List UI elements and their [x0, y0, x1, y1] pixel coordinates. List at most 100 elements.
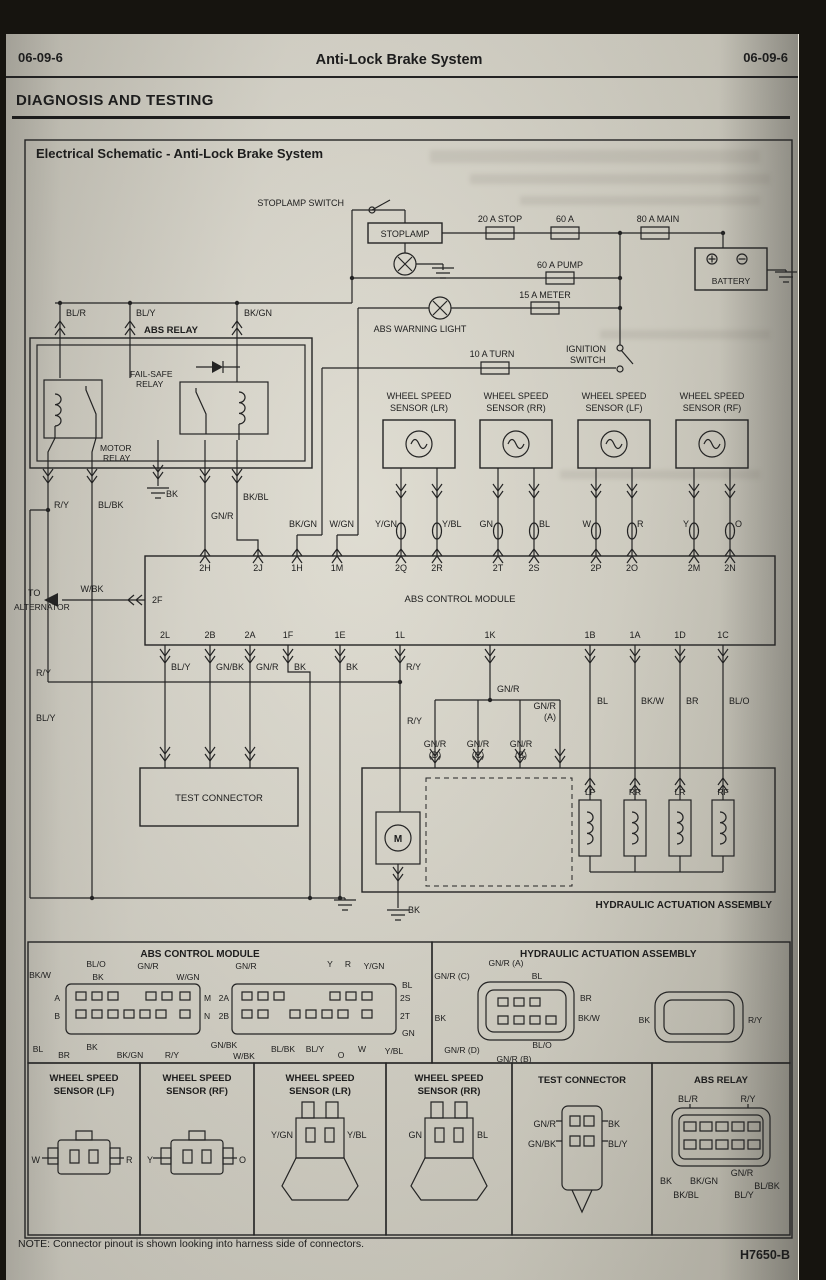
wire-label: BL/Y: [306, 1044, 325, 1054]
wss-lr-box: [382, 419, 456, 469]
pin-label: M: [204, 993, 211, 1003]
pin-label: 2S: [528, 563, 539, 573]
pinout-wss-lr-title: WHEEL SPEED: [286, 1073, 355, 1084]
wss-lr-connector-flare: [281, 1157, 359, 1201]
left-wires: [29, 468, 400, 900]
arrow-up-icon: [54, 319, 736, 793]
pin-label: 2B: [219, 1011, 230, 1021]
wire-label: BK: [166, 489, 178, 499]
wire-label: BL/Y: [136, 308, 156, 318]
wire-label: GN/BK: [211, 1040, 238, 1050]
wire-label: BR: [580, 993, 592, 1003]
wire-label: GN/R (B): [497, 1054, 532, 1064]
ignition-switch-label: SWITCH: [570, 355, 606, 365]
wire-label: W: [583, 519, 592, 529]
paper-page: [6, 34, 799, 1280]
wire-label: BK/W: [578, 1013, 600, 1023]
wire-label: BL: [532, 971, 543, 981]
wire-label: BK: [408, 905, 420, 915]
relay-internal-wires: [47, 338, 240, 468]
wire-label: Y: [327, 959, 333, 969]
wire-label: Y: [683, 519, 689, 529]
wire-label: GN/R: [235, 961, 256, 971]
abs-control-module-title: ABS CONTROL MODULE: [404, 594, 515, 605]
wire-label: Y/BL: [442, 519, 462, 529]
pinout-leader-lines: [42, 1104, 749, 1159]
wire-label: R/Y: [165, 1050, 180, 1060]
bleed-through-smudge: [430, 150, 760, 163]
bleed-through-smudge: [560, 470, 760, 479]
pin-label: 2R: [431, 563, 443, 573]
stoplamp-label: STOPLAMP: [381, 229, 430, 239]
page-number-right: 06-09-6: [743, 50, 788, 65]
wire-label: Y/GN: [364, 961, 385, 971]
wire-label: GN/BK: [216, 662, 244, 672]
pinout-test-connector-title: TEST CONNECTOR: [538, 1075, 626, 1086]
wire-label: Y/GN: [375, 519, 397, 529]
wire-label: BK: [660, 1176, 672, 1186]
fail-safe-relay-label: RELAY: [136, 379, 164, 389]
abs-relay-title: ABS RELAY: [144, 325, 199, 336]
arrow-down-icon: [42, 464, 736, 883]
hydraulic-assembly-box: [361, 767, 776, 893]
pinout-abs-relay-title: ABS RELAY: [694, 1075, 749, 1086]
wire-label: Y/GN: [271, 1130, 293, 1140]
wire-label: R/Y: [748, 1015, 763, 1025]
haa-round-connector: [654, 991, 744, 1043]
wire-label: R/Y: [406, 662, 421, 672]
lamp-icon: [393, 252, 452, 320]
schematic-title: Electrical Schematic - Anti-Lock Brake S…: [36, 146, 324, 161]
wss-lr-connector: [295, 1117, 345, 1159]
wss-rf-connector: [170, 1139, 224, 1175]
wire-label: R/Y: [36, 668, 51, 678]
acm-connector-1: [65, 983, 201, 1035]
wire-label: BL/BK: [754, 1181, 780, 1191]
page-title: Anti-Lock Brake System: [315, 52, 483, 68]
wire-label: Y: [147, 1155, 153, 1165]
wss-rf-box: [675, 419, 749, 469]
fuse-icon: [480, 226, 670, 375]
fuse-label: 20 A STOP: [478, 214, 522, 224]
pin-label: 2O: [626, 563, 638, 573]
haa-connector-inner: [485, 989, 567, 1033]
acm-connector-2: [231, 983, 397, 1035]
alternator-arrow-icon: [44, 593, 58, 607]
solenoid-box: [578, 799, 602, 857]
output-wires: [164, 645, 724, 898]
diode-icon: [212, 361, 223, 373]
bleed-through-smudge: [470, 174, 770, 184]
wss-lf-title: WHEEL SPEED: [582, 391, 647, 401]
wire-label: BL: [402, 980, 413, 990]
pinout-wss-rf-title: WHEEL SPEED: [163, 1073, 232, 1084]
abs-warning-light-label: ABS WARNING LIGHT: [374, 324, 467, 334]
battery-terminal-marks: [708, 255, 746, 263]
wire-label: BK/BL: [243, 492, 269, 502]
pinout-test-connector-box: [511, 1062, 653, 1236]
motor-relay-box: [43, 379, 103, 439]
wss-rf-title: WHEEL SPEED: [680, 391, 745, 401]
abs-relay-box: [29, 337, 313, 469]
wire-label: R: [345, 959, 351, 969]
wire-label: BL/O: [86, 959, 106, 969]
wire-label: BL/Y: [36, 713, 56, 723]
pinout-haa-title: HYDRAULIC ACTUATION ASSEMBLY: [520, 949, 697, 960]
pin-label: 2N: [724, 563, 736, 573]
fuse-label: 80 A MAIN: [637, 214, 680, 224]
wss-rr-box: [479, 419, 553, 469]
wire-label: GN/R: [467, 739, 490, 749]
pinout-wss-lr-title: SENSOR (LR): [289, 1086, 351, 1097]
wire-label: GN/R: [424, 739, 447, 749]
pin-label: 2Q: [395, 563, 407, 573]
to-alternator-label: TO: [28, 588, 40, 598]
switch-pivot-icon: [368, 206, 376, 214]
connector-pin: [47, 991, 761, 1165]
wire-label: W/BK: [80, 584, 103, 594]
wire-label: BL: [33, 1044, 44, 1054]
solenoid-label: RR: [629, 787, 641, 797]
to-alternator-label: ALTERNATOR: [14, 602, 70, 612]
wire-label: GN/R: [137, 961, 158, 971]
battery-box: [694, 247, 768, 291]
stoplamp-switch-label: STOPLAMP SWITCH: [257, 198, 344, 208]
wire-label: Y/BL: [347, 1130, 367, 1140]
